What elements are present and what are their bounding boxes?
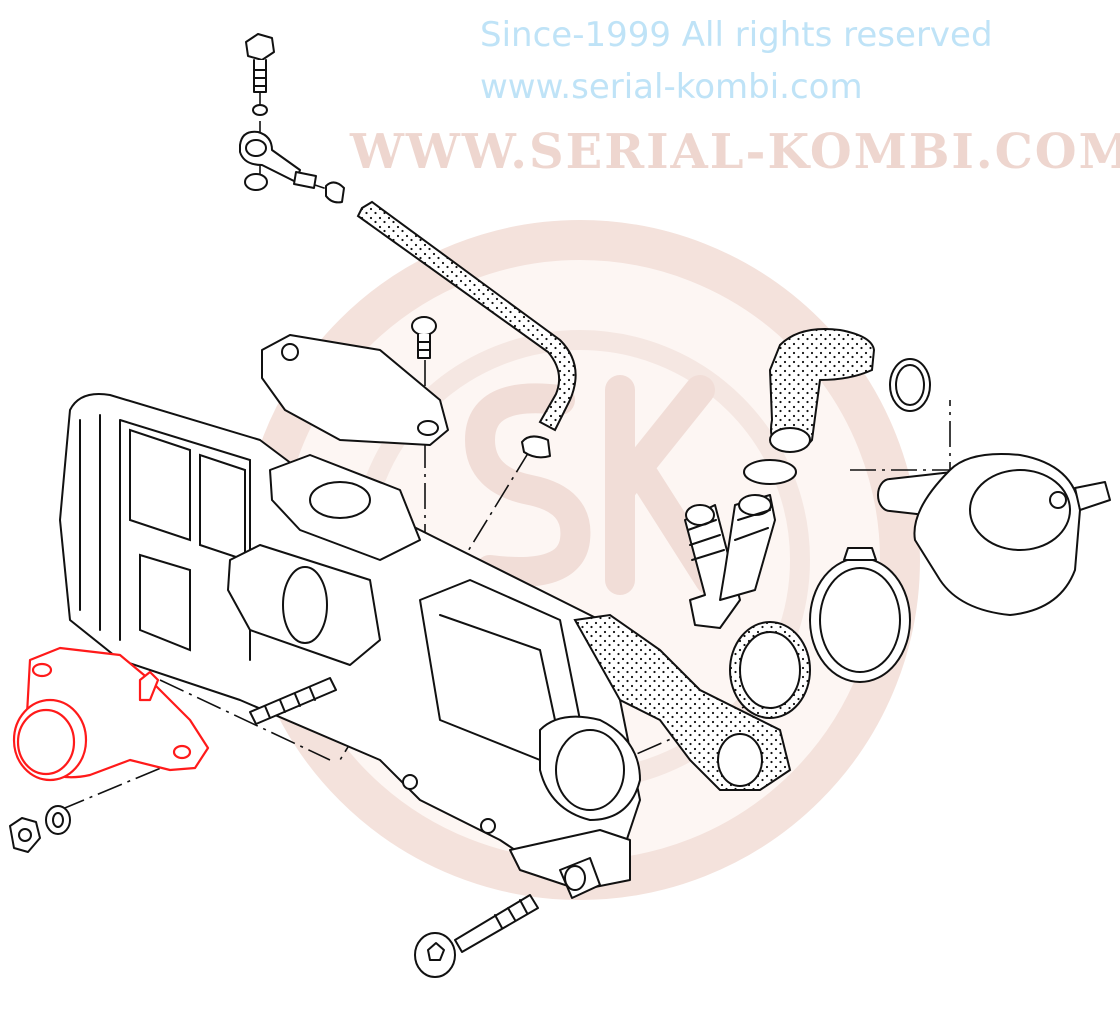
hose-clamp-small[interactable]: [889, 358, 931, 412]
elbow-hose-end: [769, 427, 811, 453]
hose-clamp-small[interactable]: [743, 459, 797, 485]
watermark-since: Since-1999 All rights reserved: [480, 15, 993, 55]
vacuum-hose[interactable]: [356, 200, 577, 432]
cover-plate[interactable]: [261, 334, 449, 446]
socket-head-bolt[interactable]: [414, 894, 539, 978]
ring-gasket[interactable]: [729, 621, 811, 719]
connector-pipe[interactable]: [719, 494, 776, 601]
stud[interactable]: [249, 677, 337, 725]
watermark-url-small: www.serial-kombi.com: [480, 67, 863, 107]
banjo-fitting[interactable]: [239, 130, 317, 189]
screw[interactable]: [411, 316, 437, 359]
watermark-url-big: WWW.SERIAL-KOMBI.COM: [349, 124, 1120, 180]
watermark-logo-s-shape: [464, 383, 591, 587]
hose-clamp-large[interactable]: [809, 547, 911, 683]
hose-clip[interactable]: [325, 181, 345, 204]
coolant-flange-highlighted[interactable]: [12, 646, 210, 782]
spacer-sleeve[interactable]: [559, 857, 601, 899]
washer[interactable]: [45, 805, 71, 835]
hex-nut[interactable]: [9, 817, 41, 853]
banjo-bolt[interactable]: [245, 33, 275, 93]
gasket-port: [717, 733, 763, 787]
hose-clip[interactable]: [521, 435, 551, 459]
sealing-washer[interactable]: [244, 173, 268, 191]
watermark-text: Since-1999 All rights reserved www.seria…: [349, 15, 1120, 180]
sealing-washer[interactable]: [252, 104, 268, 116]
valve-assembly[interactable]: [877, 453, 1111, 616]
intake-manifold[interactable]: [59, 393, 641, 891]
